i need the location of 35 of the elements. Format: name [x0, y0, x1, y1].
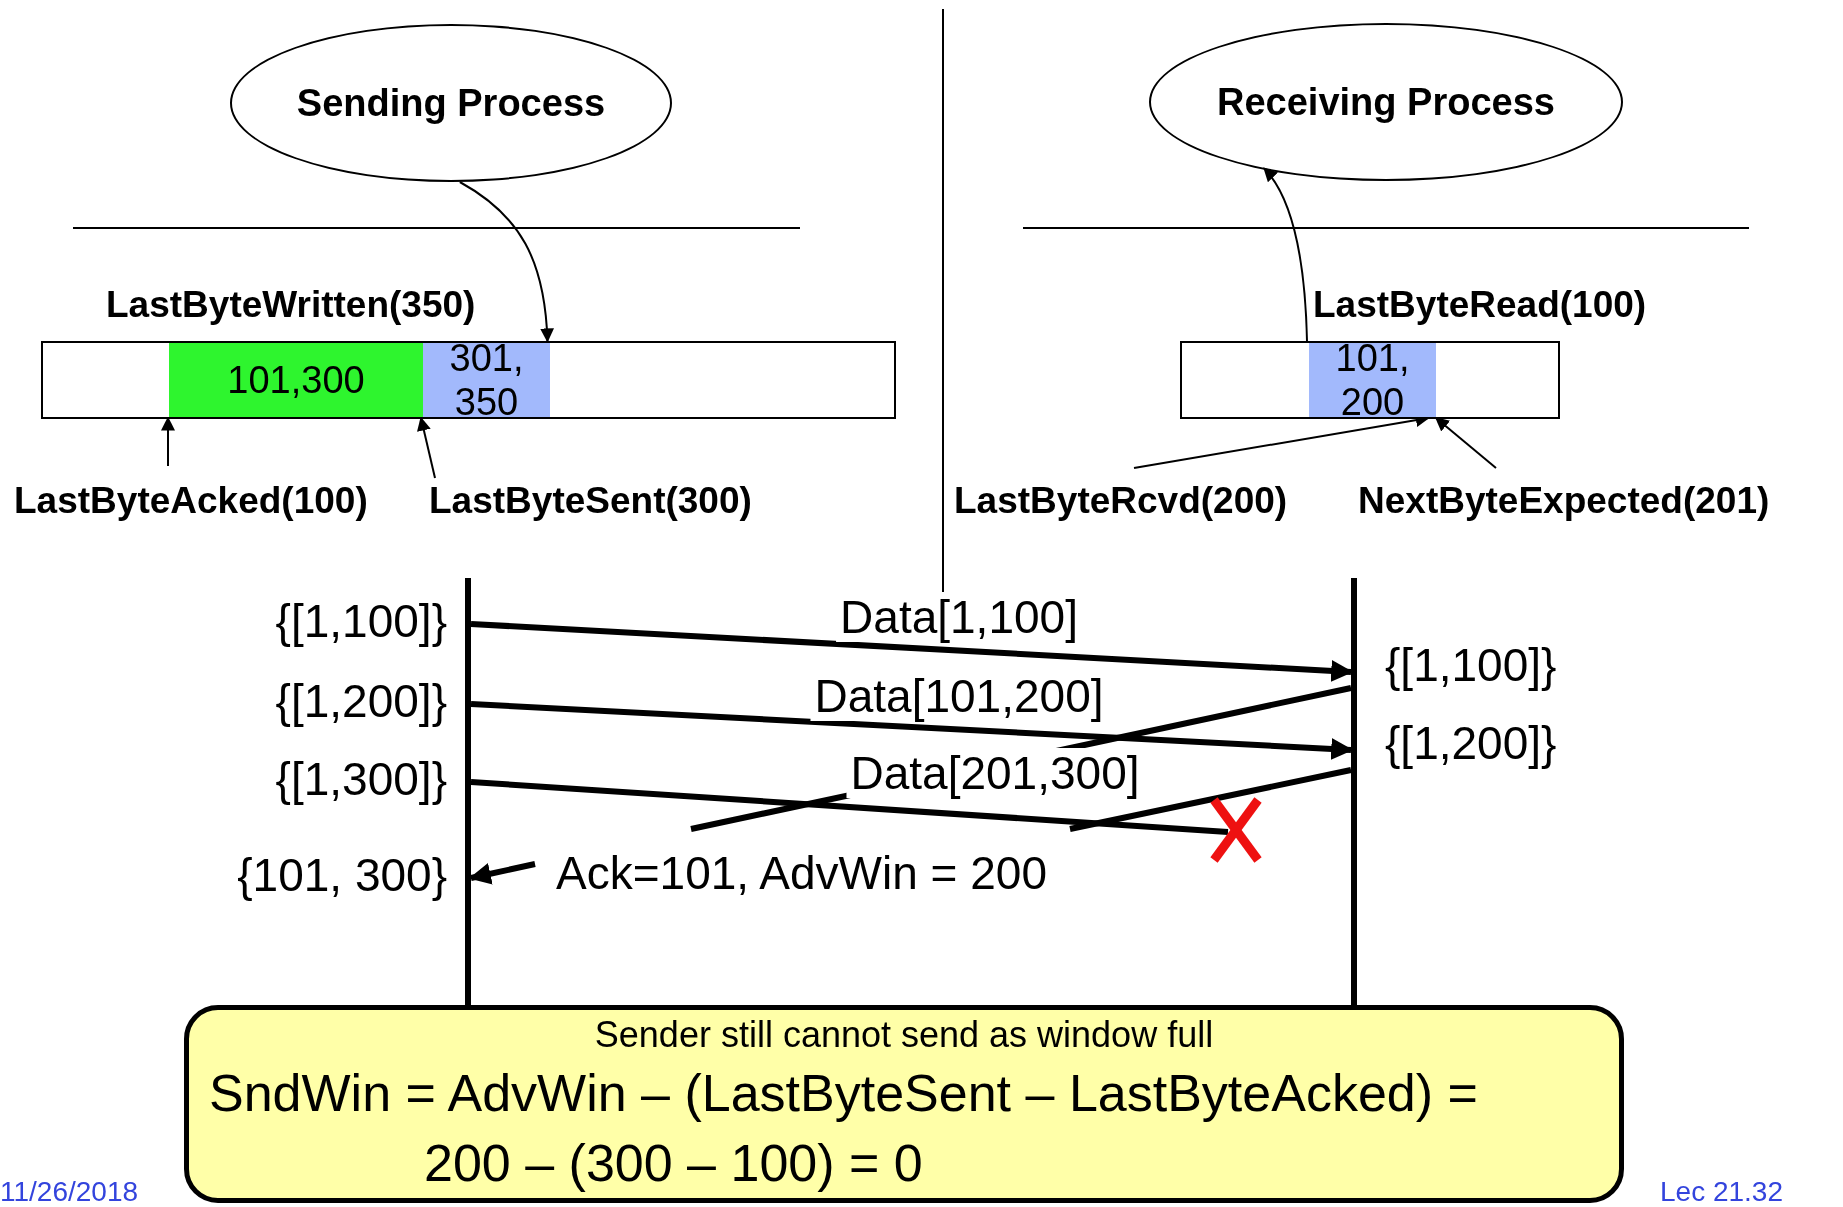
pointer-label: LastByteRcvd(200) — [954, 480, 1288, 522]
leader-arrow — [458, 181, 554, 343]
state-label: {[1,100]} — [275, 594, 447, 648]
state-label: {[1,100]} — [1385, 638, 1557, 692]
note-box — [184, 1005, 1624, 1203]
pointer-label: LastByteWritten(350) — [106, 284, 476, 326]
process-ellipse: Receiving Process — [1149, 23, 1623, 181]
buffer-segment: 101,300 — [169, 343, 423, 417]
message-arrow — [470, 621, 1354, 682]
leader-arrow — [417, 416, 436, 479]
pointer-label: LastByteSent(300) — [429, 480, 752, 522]
note-text: Sender still cannot send as window full — [593, 1013, 1215, 1057]
buffer-bar — [1180, 341, 1560, 419]
date-label: 11/26/2018 — [0, 1176, 139, 1207]
leader-arrow — [161, 416, 175, 467]
buffer-segment: 101, 200 — [1309, 343, 1436, 417]
state-label: {[1,200]} — [1385, 716, 1557, 770]
timeline-bar — [465, 578, 471, 1005]
buffer-segment: 301, 350 — [423, 343, 550, 417]
message-line — [1069, 767, 1352, 832]
message-arrow — [470, 701, 1354, 760]
formula-text: SndWin = AdvWin – (LastByteSent – LastByteAcked) = 200 – (300 – 100) = 0 — [209, 1063, 1479, 1194]
state-label: {[1,300]} — [275, 752, 447, 806]
process-ellipse: Sending Process — [230, 24, 672, 182]
pointer-label: LastByteAcked(100) — [14, 480, 368, 522]
buffer-bar — [41, 341, 896, 419]
slide-number: Lec 21.32 — [1660, 1176, 1783, 1207]
pointer-label: LastByteRead(100) — [1313, 284, 1647, 326]
state-label: {101, 300} — [237, 848, 447, 902]
leader-arrow — [1263, 167, 1308, 342]
pointer-label: NextByteExpected(201) — [1358, 480, 1770, 522]
state-label: {[1,200]} — [275, 674, 447, 728]
leader-arrow — [1434, 417, 1497, 469]
timeline-bar — [1351, 578, 1357, 1005]
message-arrow — [468, 861, 536, 885]
